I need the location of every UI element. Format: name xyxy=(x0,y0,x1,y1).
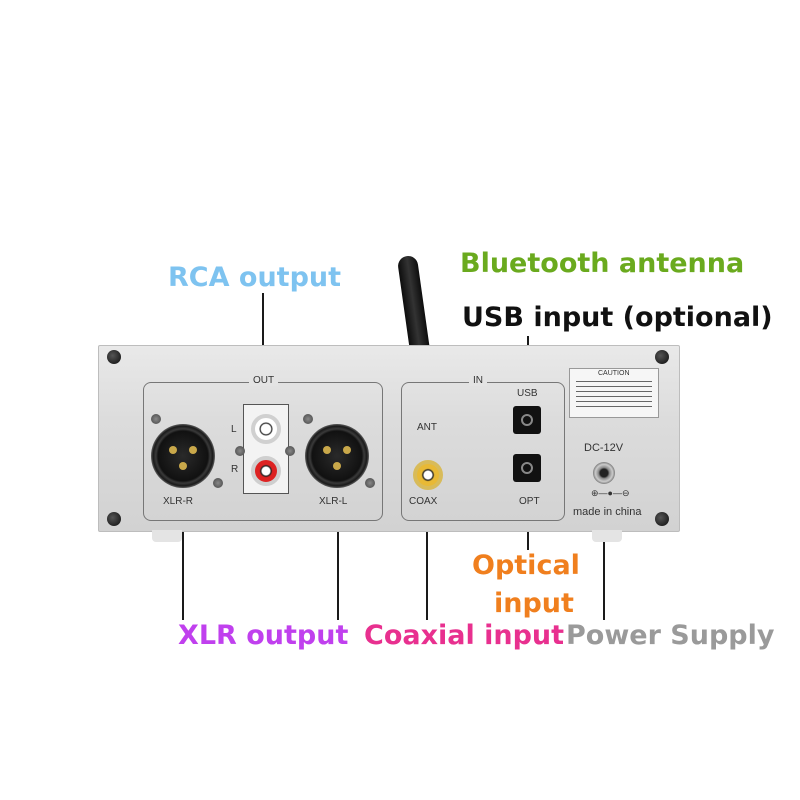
xlr-r-mount-screw-top xyxy=(151,414,161,424)
coaxial-input-callout: Coaxial input xyxy=(364,620,565,651)
rca-mount-screw-right xyxy=(285,446,295,456)
optical-input-callout-line2: input xyxy=(494,588,574,619)
rca-right-jack xyxy=(251,456,281,486)
xlr-pin xyxy=(343,446,351,454)
rca-right-label: R xyxy=(231,464,239,475)
corner-screw-top-left xyxy=(107,350,121,364)
power-supply-callout: Power Supply xyxy=(566,620,775,651)
coax-label: COAX xyxy=(409,496,438,507)
in-label: IN xyxy=(469,375,487,386)
out-label: OUT xyxy=(249,375,279,386)
xlr-pin xyxy=(169,446,177,454)
foot-left xyxy=(152,530,182,542)
dc-label: DC-12V xyxy=(584,442,624,454)
usb-input-callout: USB input (optional) xyxy=(462,302,773,333)
polarity-symbol: ⊕—●—⊖ xyxy=(591,488,630,498)
xlr-l-leader-line xyxy=(337,468,339,620)
opt-label: OPT xyxy=(519,496,540,507)
rca-mount-screw-left xyxy=(235,446,245,456)
xlr-pin xyxy=(323,446,331,454)
xlr-pin xyxy=(189,446,197,454)
usb-label: USB xyxy=(517,388,538,399)
ant-label: ANT xyxy=(417,422,437,433)
xlr-pin xyxy=(333,462,341,470)
bluetooth-antenna-callout: Bluetooth antenna xyxy=(460,248,745,279)
caution-sticker: CAUTION xyxy=(569,368,659,418)
optical-port-opening xyxy=(521,462,533,474)
coaxial-leader-line xyxy=(426,482,428,620)
xlr-r-leader-line xyxy=(182,468,184,620)
coaxial-jack xyxy=(413,460,443,490)
corner-screw-bottom-left xyxy=(107,512,121,526)
caution-title: CAUTION xyxy=(598,370,630,377)
usb-port-opening xyxy=(521,414,533,426)
rca-output-callout: RCA output xyxy=(168,262,342,293)
dc-power-jack xyxy=(593,462,615,484)
xlr-l-mount-screw-top xyxy=(303,414,313,424)
optical-port xyxy=(513,454,541,482)
xlr-r-connector xyxy=(151,424,215,488)
usb-port xyxy=(513,406,541,434)
power-leader-line xyxy=(603,485,605,620)
caution-text-lines xyxy=(576,381,652,409)
foot-right xyxy=(592,530,622,542)
rca-left-label: L xyxy=(231,424,237,435)
corner-screw-bottom-right xyxy=(655,512,669,526)
optical-input-callout-line1: Optical xyxy=(472,550,580,581)
xlr-r-label: XLR-R xyxy=(163,496,194,507)
xlr-l-label: XLR-L xyxy=(319,496,348,507)
xlr-output-callout: XLR output xyxy=(178,620,349,651)
xlr-pin xyxy=(179,462,187,470)
device-rear-panel: OUT XLR-R L R XLR-L IN ANT USB COAX OPT … xyxy=(98,345,680,532)
xlr-l-connector xyxy=(305,424,369,488)
corner-screw-top-right xyxy=(655,350,669,364)
xlr-r-mount-screw-bottom xyxy=(213,478,223,488)
xlr-l-mount-screw-bottom xyxy=(365,478,375,488)
rca-left-jack xyxy=(251,414,281,444)
made-in-label: made in china xyxy=(573,506,642,518)
